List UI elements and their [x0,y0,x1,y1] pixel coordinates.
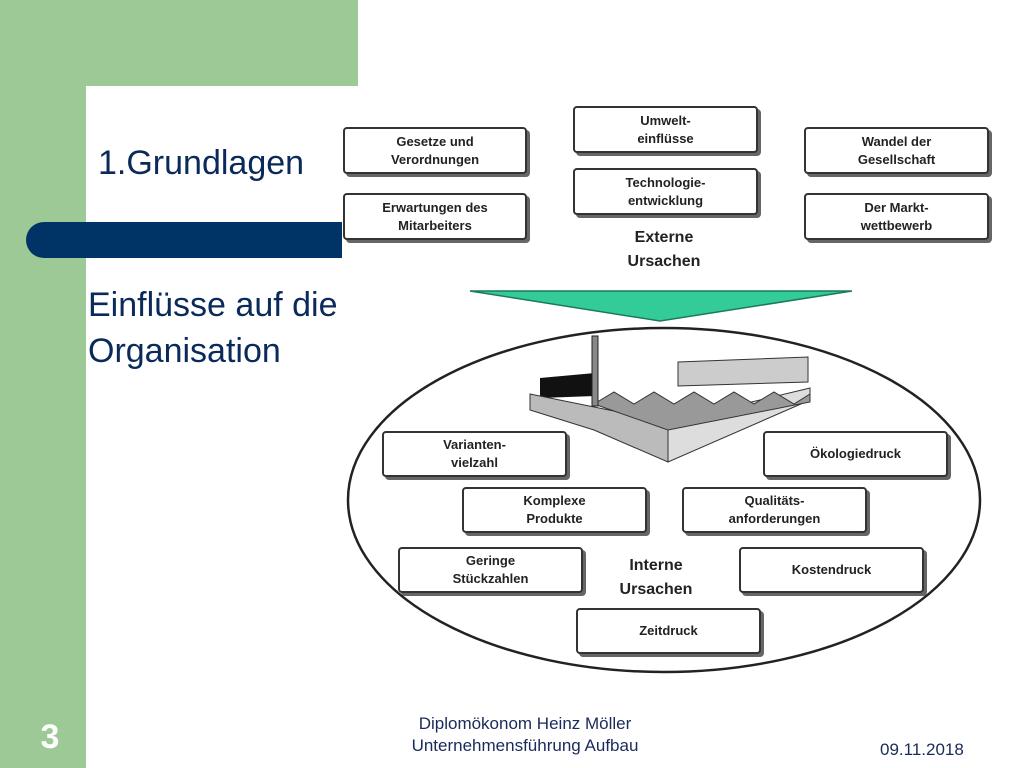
erwartungen-line-2: Mitarbeiters [398,217,472,233]
varianten-line-1: Varianten- [443,437,506,452]
green-sidebar [0,0,86,768]
wandel-line-2: Gesellschaft [857,151,936,167]
zeit-text: Zeitdruck [639,623,698,638]
box-zeitdruck: Zeitdruck [576,608,761,654]
varianten-line-2: vielzahl [451,455,498,470]
label-interne-ursachen: Interne Ursachen [586,554,726,602]
interne-line-1: Interne [629,557,683,574]
oekologie-text: Ökologiedruck [809,446,902,461]
organisation-ellipse [346,326,982,674]
slide-subtitle: Einflüsse auf die Organisation [88,282,338,374]
slide-title: 1.Grundlagen [98,144,305,182]
subtitle-line-2: Organisation [88,332,281,370]
box-oekologiedruck: Ökologiedruck [763,431,948,477]
slide-number: 3 [40,718,60,756]
externe-line-2: Ursachen [627,253,701,270]
box-qualitaetsanforderungen: Qualitäts-anforderungen [682,487,867,533]
markt-line-1: Der Markt- [864,199,929,215]
subtitle-line-1: Einflüsse auf die [88,286,338,324]
technologie-line-1: Technologie- [625,174,706,190]
footer-date: 09.11.2018 [880,740,964,759]
erwartungen-line-1: Erwartungen des [382,199,488,215]
wandel-line-1: Wandel der [861,133,932,149]
umwelt-line-2: einflüsse [637,130,694,146]
box-umwelteinfluesse: Umwelt-einflüsse [573,106,758,153]
umwelt-line-1: Umwelt- [640,112,691,128]
qualitaet-line-2: anforderungen [728,511,821,526]
markt-line-2: wettbewerb [860,217,933,233]
komplexe-line-2: Produkte [526,511,583,526]
externe-line-1: Externe [634,229,694,246]
technologie-line-2: entwicklung [627,192,704,208]
kosten-text: Kostendruck [791,562,872,577]
title-underline-bar [26,222,342,258]
box-kostendruck: Kostendruck [739,547,924,593]
footer-line-2: Unternehmensführung Aufbau [411,736,639,755]
footer-author: Diplomökonom Heinz Möller Unternehmensfü… [340,713,710,757]
gesetze-line-1: Gesetze und [396,133,474,149]
factory-icon [529,335,811,463]
gesetze-line-2: Verordnungen [390,151,480,167]
box-markt-wettbewerb: Der Markt-wettbewerb [804,193,989,240]
label-externe-ursachen: Externe Ursachen [594,226,734,274]
geringe-line-2: Stückzahlen [452,571,529,586]
box-technologieentwicklung: Technologie-entwicklung [573,168,758,215]
geringe-line-1: Geringe [465,553,516,568]
interne-line-2: Ursachen [619,581,693,598]
box-variantenvielzahl: Varianten-vielzahl [382,431,567,477]
funnel-arrow [469,290,853,322]
qualitaet-line-1: Qualitäts- [744,493,805,508]
rounded-corner [86,86,166,166]
komplexe-line-1: Komplexe [523,493,586,508]
footer-line-1: Diplomökonom Heinz Möller [418,714,632,733]
